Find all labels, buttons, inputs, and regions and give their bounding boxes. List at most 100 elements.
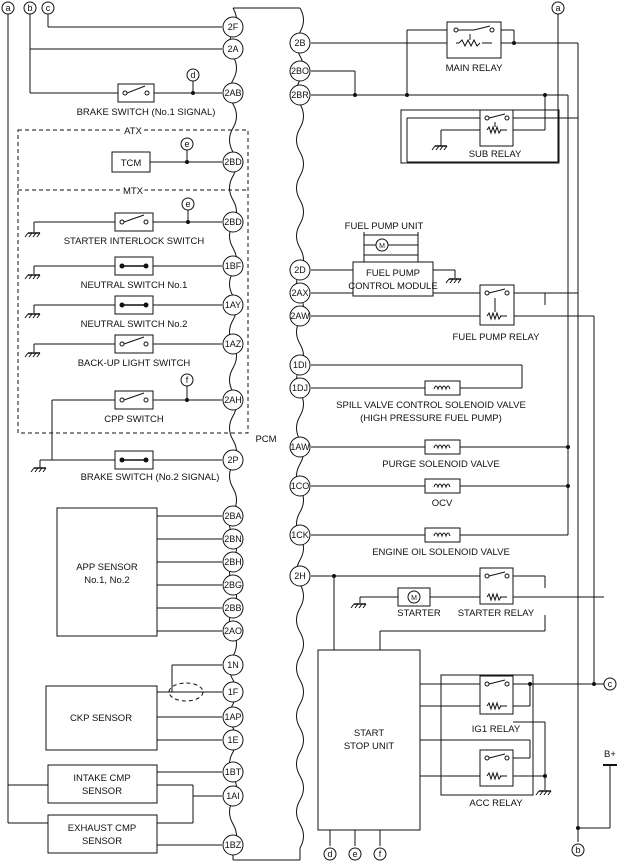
connector-f-bottom: f [373,847,387,861]
brake-switch-no1 [117,83,155,103]
svg-text:c: c [46,3,51,13]
svg-text:1AZ: 1AZ [225,339,242,349]
svg-text:2F: 2F [228,22,239,32]
starter-relay-label: STARTER RELAY [458,608,535,619]
left-pin-2bb: 2BB [222,597,244,619]
tcm-label: TCM [121,158,142,169]
left-pin-2ah: 2AH [222,389,244,411]
svg-text:2BA: 2BA [224,511,241,521]
svg-text:1F: 1F [228,687,239,697]
left-pin-2bd-mtx: 2BD [222,211,244,233]
svg-text:b: b [575,845,580,855]
connector-c-left: c [41,1,55,15]
left-pin-1n: 1N [222,654,244,676]
svg-text:2H: 2H [294,571,306,581]
svg-text:d: d [327,849,332,859]
right-pin-1co: 1CO [289,475,311,497]
right-pin-1ck: 1CK [289,524,311,546]
fpcm-label-1: FUEL PUMP [366,268,420,279]
svg-text:2A: 2A [227,44,238,54]
svg-text:2D: 2D [294,265,306,275]
sub-relay [479,109,514,147]
svg-text:1AI: 1AI [226,791,240,801]
connector-a-left: a [1,1,15,15]
right-pin-2aw: 2AW [289,305,311,327]
backup-light-label: BACK-UP LIGHT SWITCH [78,358,191,369]
backup-light-switch [114,334,154,354]
left-pin-1e: 1E [222,729,244,751]
pcm-label: PCM [255,434,276,445]
purge-solenoid-coil [424,439,461,455]
connector-e-tcm: e [180,137,194,151]
svg-text:e: e [184,139,189,149]
exhaust-cmp-label-1: EXHAUST CMP [68,823,136,834]
ig1-relay [479,675,514,715]
left-pin-1bz: 1BZ [222,834,244,856]
app-sensor-box [56,507,158,637]
svg-text:1DJ: 1DJ [292,383,308,393]
engine-oil-coil [424,527,461,543]
fuel-pump-motor-symbol: M [379,243,385,250]
right-circuits [311,14,617,846]
exhaust-cmp-label-2: SENSOR [82,836,122,847]
intake-cmp-box [47,764,158,804]
neutral-1-label: NEUTRAL SWITCH No.1 [81,280,188,291]
svg-text:2AO: 2AO [224,626,242,636]
svg-text:f: f [379,849,382,859]
connector-a-right: a [551,1,565,15]
right-pin-1dj: 1DJ [289,377,311,399]
svg-text:e: e [352,849,357,859]
intake-cmp-label-2: SENSOR [82,786,122,797]
cpp-label: CPP SWITCH [104,414,164,425]
svg-text:1N: 1N [227,660,239,670]
left-pin-2ba: 2BA [222,505,244,527]
ckp-sensor-label: CKP SENSOR [70,713,132,724]
fpcm-box [352,261,434,297]
left-pin-1f: 1F [222,681,244,703]
ig1-relay-label: IG1 RELAY [472,724,521,735]
connector-e-interlock: e [181,197,195,211]
fuel-pump-relay-label: FUEL PUMP RELAY [453,332,541,343]
svg-text:1AY: 1AY [225,300,241,310]
svg-text:1BF: 1BF [225,261,242,271]
svg-text:2B: 2B [294,38,305,48]
connector-e-bottom: e [348,847,362,861]
app-sensor-label-1: APP SENSOR [76,562,138,573]
purge-label: PURGE SOLENOID VALVE [382,459,499,470]
tcm-box [111,151,151,173]
svg-text:d: d [190,70,195,80]
starter-interlock-switch [114,212,154,232]
spill-valve-label-1: SPILL VALVE CONTROL SOLENOID VALVE [336,400,526,411]
left-circuits [7,14,222,846]
sub-relay-label: SUB RELAY [469,149,522,160]
left-pin-2a: 2A [222,38,244,60]
right-pin-2h: 2H [289,565,311,587]
left-pin-2bn: 2BN [222,528,244,550]
svg-text:a: a [555,3,560,13]
svg-text:1AW: 1AW [290,442,310,452]
svg-text:2BH: 2BH [224,557,242,567]
left-pin-1bt: 1BT [222,761,244,783]
fuel-pump-relay [479,284,515,326]
svg-text:2BD: 2BD [224,157,242,167]
connector-b-right: b [571,843,585,857]
left-pin-2ab: 2AB [222,82,244,104]
svg-text:2BN: 2BN [224,534,242,544]
svg-text:1AP: 1AP [224,712,241,722]
svg-text:1BZ: 1BZ [225,840,242,850]
mtx-label: MTX [123,186,144,197]
left-pin-1ai: 1AI [222,785,244,807]
starter-label: STARTER [397,608,441,619]
start-stop-label-2: STOP UNIT [344,741,395,752]
left-pin-2p: 2P [222,449,244,471]
exhaust-cmp-box [47,814,158,854]
starter-interlock-label: STARTER INTERLOCK SWITCH [64,236,205,247]
app-sensor-label-2: No.1, No.2 [84,575,129,586]
acc-relay [479,749,514,787]
right-pin-2ax: 2AX [289,282,311,304]
connector-c-right: c [603,677,617,691]
connector-d-bottom: d [323,847,337,861]
atx-label: ATX [124,126,142,137]
svg-text:e: e [185,199,190,209]
